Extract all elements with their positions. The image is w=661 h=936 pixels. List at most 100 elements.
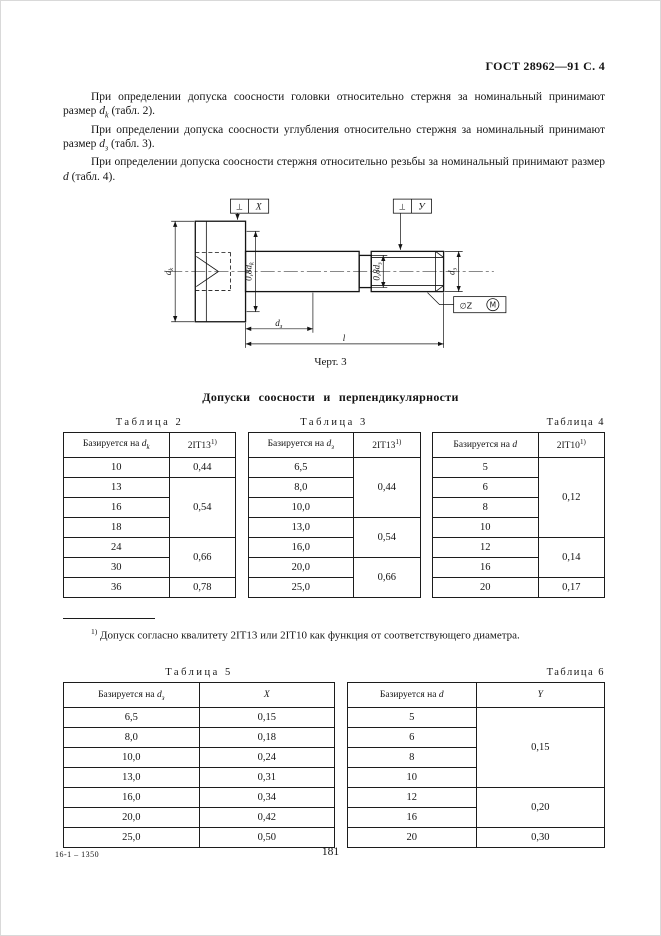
page-number: 181 [321,846,340,858]
cell-x: 0,15 [198,707,335,729]
cell-value: 10,0 [247,496,354,518]
dimension-08dz: 0,8dз [370,254,387,288]
technical-drawing-svg: ⊥ X ⊥ У dk [163,198,506,348]
cell-value: 10 [63,456,170,478]
cell-value: 20,0 [63,807,200,829]
cell-x: 0,50 [198,827,335,849]
cell-tolerance: 0,78 [168,576,236,598]
cell-x: 0,42 [198,807,335,829]
paragraph-text: При определении допуска соосности головк… [63,91,605,118]
variable-subscript: з [105,143,109,153]
mmc-circle-icon [485,298,499,311]
dimension-08dk: 0,8dk [243,230,260,312]
dimension-dz-right: dз [444,250,463,292]
cell-tolerance: 0,44 [168,456,236,478]
cell-value: 6,5 [247,456,354,478]
cell-value: 13,0 [247,516,354,538]
paragraph-text: При определении допуска соосности углубл… [63,123,605,150]
cell-value: 16,0 [63,787,200,809]
cell-value: 12 [347,787,477,809]
length-label: l [342,333,345,343]
cell-tolerance: 0,17 [537,576,605,598]
mmc-m-label: M [489,300,496,309]
cell-tolerance: 0,14 [537,536,605,578]
dimension-dk: dk [163,220,194,322]
body-text: При определении допуска соосности головк… [63,90,605,184]
cell-tolerance: 0,54 [168,476,236,538]
table-2-title: Таблица 2 [115,416,184,428]
cell-value: 16 [347,807,477,829]
fastener-thread [370,250,444,293]
cell-tolerance: 0,54 [353,516,421,558]
column-header: X [198,682,335,709]
section-title: Допуски соосности и перпендикулярности [202,389,459,404]
cell-x: 0,34 [198,787,335,809]
cell-y: 0,15 [475,707,605,789]
cell-x: 0,31 [198,767,335,789]
cell-value: 8 [432,496,539,518]
cell-value: 6 [347,727,477,749]
cell-value: 13,0 [63,767,200,789]
cell-value: 20 [432,576,539,598]
column-header: Базируется на d [347,682,477,709]
column-header: 2IT131) [168,431,236,458]
z-tolerance-label: ∅Z [459,301,472,310]
cell-value: 20,0 [247,556,354,578]
print-order-number: 16-1 – 1350 [55,850,100,859]
cell-value: 18 [63,516,170,538]
cell-value: 20 [347,827,477,849]
cell-value: 10 [347,767,477,789]
column-header: Базируется на dз [247,431,354,458]
cell-value: 24 [63,536,170,558]
paragraph-text: (табл. 4). [68,170,116,183]
cell-value: 6 [432,476,539,498]
cell-value: 5 [432,456,539,478]
figure-caption: Черт. 3 [314,355,347,368]
cell-value: 13 [63,476,170,498]
dimension-length: l [245,292,444,348]
position-tolerance-callout: ∅Z M [426,292,506,313]
paragraph-text: (табл. 3). [108,137,155,150]
tolerance-frame-y: ⊥ У [392,198,432,250]
table-row: 25,0 [247,576,420,598]
body-paragraph-3: При определении допуска соосности стержн… [63,155,605,183]
footnote-text: Допуск согласно квалитету 2IT13 или 2IT1… [97,629,520,642]
doc-reference: ГОСТ 28962—91 С. 4 [485,59,605,73]
dz-label: dз [446,267,458,275]
dz-bottom-label: dз [275,318,283,330]
cell-tolerance: 0,66 [353,556,421,598]
cell-value: 25,0 [63,827,200,849]
cell-value: 5 [347,707,477,729]
column-header: 2IT131) [353,431,421,458]
column-header: 2IT101) [537,431,605,458]
variable-subscript: k [105,110,109,120]
cell-tolerance: 0,12 [537,456,605,538]
cell-value: 6,5 [63,707,200,729]
table-5-title: Таблица 5 [165,667,233,679]
cell-value: 12 [432,536,539,558]
paragraph-text: При определении допуска соосности стержн… [91,156,605,169]
cell-y: 0,20 [475,787,605,829]
footnote: 1) Допуск согласно квалитету 2IT13 или 2… [63,627,605,642]
